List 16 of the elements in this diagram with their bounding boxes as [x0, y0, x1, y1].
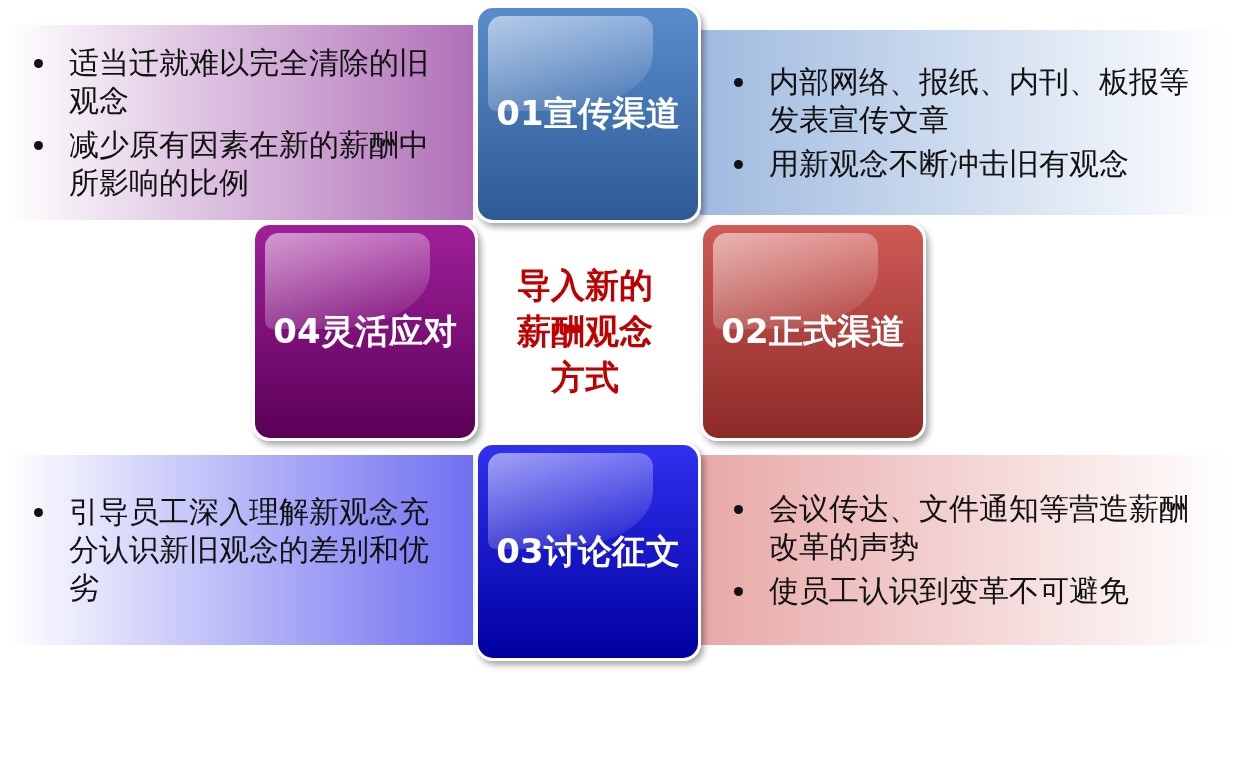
bullet-text: 适当迁就难以完全清除的旧观念: [69, 43, 430, 120]
box-label: 04灵活应对: [273, 309, 457, 353]
box-label: 01宣传渠道: [496, 92, 680, 135]
center-title: 导入新的薪酬观念方式: [516, 264, 654, 399]
rounded-square: [700, 222, 926, 441]
box-label: 02正式渠道: [721, 309, 905, 353]
bullet-text: 使员工认识到变革不可避免: [769, 572, 1129, 610]
bullet-text: 用新观念不断冲击旧有观念: [769, 144, 1129, 183]
box-label: 03讨论征文: [496, 529, 680, 573]
bullet-text: 减少原有因素在新的薪酬中所影响的比例: [69, 125, 430, 202]
rounded-square: [475, 442, 701, 661]
bullet-text: 内部网络、报纸、内刊、板报等发表宣传文章: [769, 62, 1190, 139]
bullet-text: 引导员工深入理解新观念充分认识新旧观念的差别和优劣: [69, 493, 430, 607]
bullet-text: 会议传达、文件通知等营造薪酬改革的声势: [769, 490, 1190, 566]
rounded-square: [475, 5, 701, 223]
rounded-square: [252, 222, 478, 441]
